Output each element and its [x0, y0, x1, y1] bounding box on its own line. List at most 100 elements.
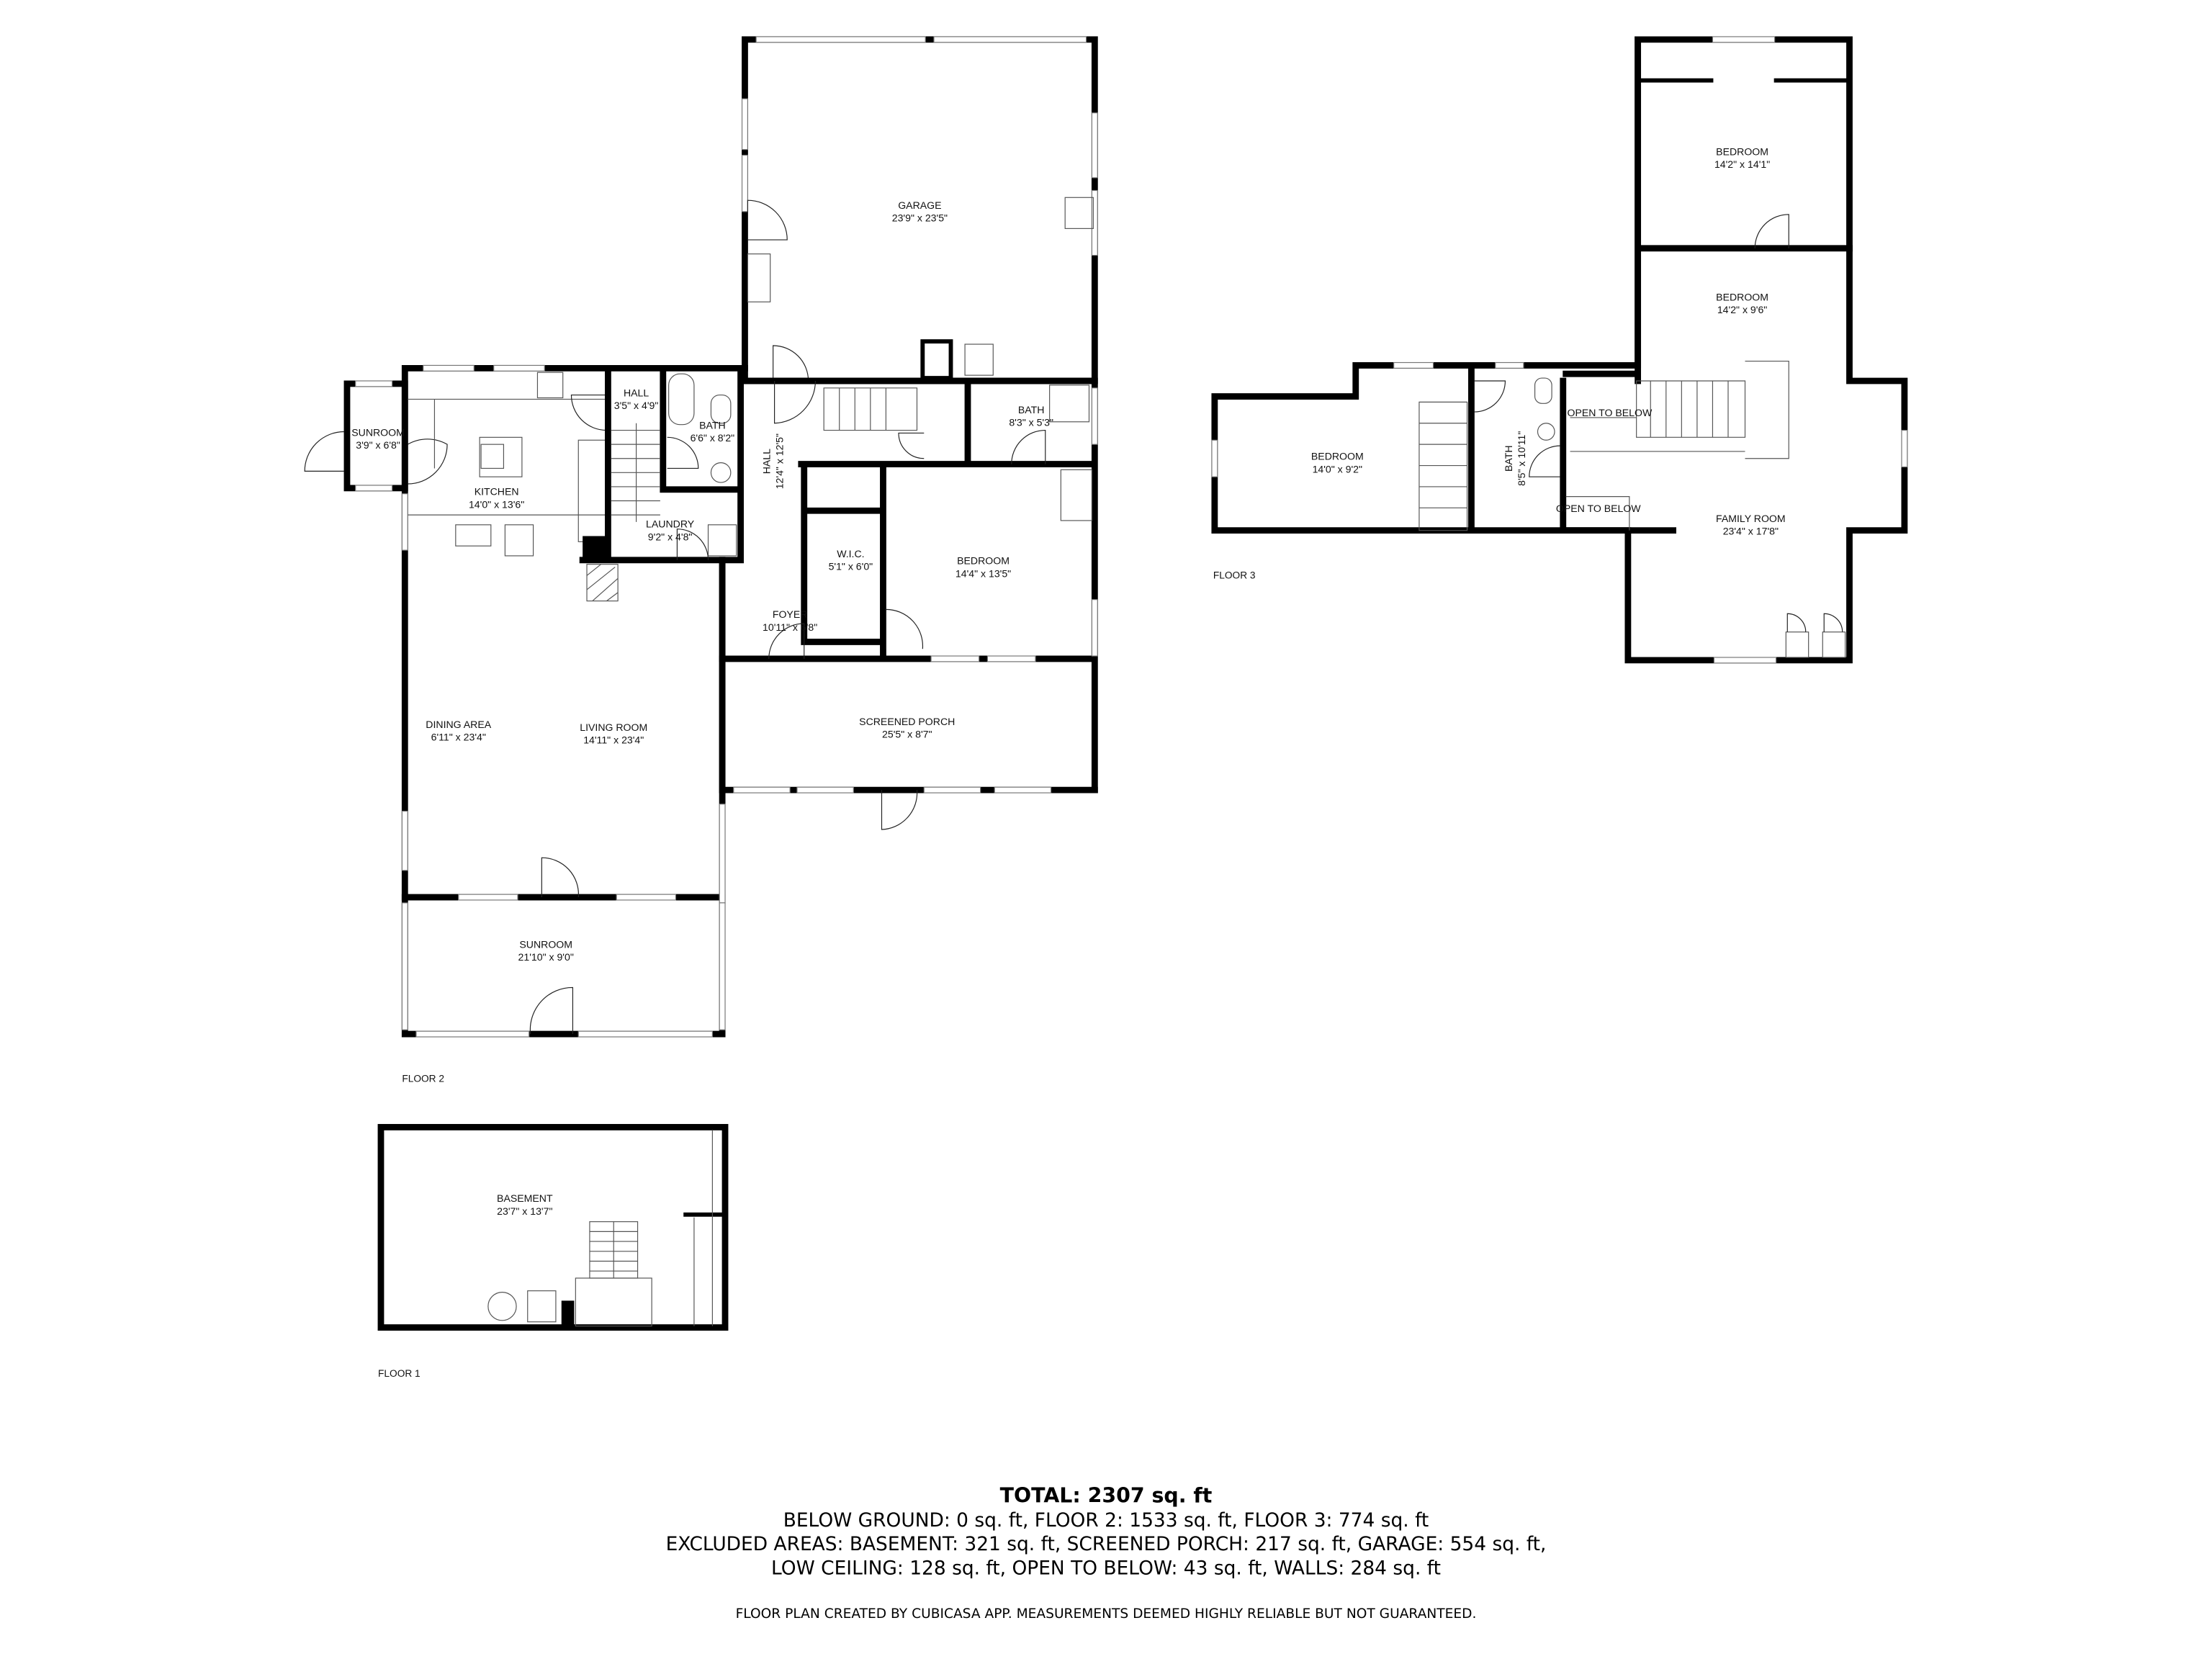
door: [881, 790, 918, 830]
door: [773, 345, 809, 381]
room-size: 8'3" x 5'3": [1009, 417, 1053, 428]
sink-icon: [455, 524, 492, 547]
window: [1091, 387, 1098, 445]
room-name: SUNROOM: [351, 426, 405, 438]
room-name: FAMILY ROOM: [1716, 513, 1786, 524]
floor-2-label: FLOOR 2: [402, 1074, 444, 1084]
counters: [408, 398, 608, 516]
sink-icon: [1537, 423, 1555, 441]
window: [401, 493, 408, 551]
room-name: SUNROOM: [519, 939, 572, 950]
door: [898, 432, 925, 459]
summary-line-2: EXCLUDED AREAS: BASEMENT: 321 sq. ft, SC…: [666, 1533, 1547, 1555]
disclaimer: FLOOR PLAN CREATED BY CUBICASA APP. MEAS…: [736, 1606, 1477, 1622]
stair-treads: [589, 1221, 638, 1279]
window: [1091, 112, 1098, 179]
open-to-below-label: OPEN TO BELOW: [1568, 407, 1653, 418]
toilet: [710, 394, 732, 424]
window: [1495, 361, 1524, 369]
room-size: 23'7" x 13'7": [497, 1205, 552, 1217]
window: [719, 804, 726, 904]
total-area: TOTAL: 2307 sq. ft: [1000, 1484, 1213, 1508]
window: [986, 655, 1036, 662]
window: [1901, 429, 1908, 468]
window: [355, 485, 393, 492]
closet: [1785, 631, 1809, 658]
door: [407, 439, 448, 485]
window: [741, 98, 748, 150]
door: [667, 436, 699, 469]
screen: [733, 786, 791, 793]
window: [355, 380, 393, 387]
garage-door-window: [933, 36, 1087, 43]
bathtub: [668, 373, 695, 426]
room-name: LAUNDRY: [646, 518, 695, 530]
dresser: [1060, 469, 1092, 521]
sink-icon: [710, 462, 732, 483]
room-name: BATH: [1018, 404, 1045, 415]
room-size: 12'4" x 12'5": [773, 433, 785, 489]
garage-door-window: [755, 36, 926, 43]
stairs: [1636, 380, 1746, 438]
window: [423, 364, 475, 372]
fireplace-hatch: [586, 564, 619, 602]
room-size: 14'0" x 13'6": [469, 498, 524, 510]
window: [1393, 361, 1434, 369]
refrigerator: [577, 439, 608, 542]
floor-1-label: FLOOR 1: [378, 1368, 421, 1379]
room-name: SCREENED PORCH: [859, 716, 955, 727]
shelf: [693, 1130, 713, 1326]
landing: [575, 1277, 652, 1327]
room-name: BEDROOM: [1716, 291, 1768, 302]
room-size: 25'5" x 8'7": [882, 729, 932, 740]
window: [1211, 439, 1218, 477]
door: [1823, 613, 1843, 632]
room-name: FOYER: [773, 608, 808, 620]
room-name: DINING AREA: [426, 719, 491, 730]
door: [541, 857, 579, 898]
window: [1091, 189, 1098, 256]
door: [304, 431, 345, 472]
room-size: 5'1" x 6'0": [829, 561, 873, 572]
room-size: 3'5" x 4'9": [614, 400, 659, 411]
summary-line-3: LOW CEILING: 128 sq. ft, OPEN TO BELOW: …: [771, 1557, 1441, 1579]
open-area-outline: [1565, 496, 1630, 531]
appliance: [964, 343, 994, 376]
open-to-below-label: OPEN TO BELOW: [1556, 503, 1641, 514]
room-size: 14'0" x 9'2": [1313, 463, 1362, 475]
window: [401, 902, 408, 1030]
floor-3-plan: BEDROOM 14'2" x 14'1" BEDROOM 14'2" x 9'…: [1211, 36, 1908, 664]
kitchen-island: [479, 436, 523, 477]
stairs: [823, 387, 918, 431]
interior-walls: [1468, 36, 1853, 534]
chimney: [583, 536, 608, 560]
window: [1091, 599, 1098, 657]
room-size: 14'4" x 13'5": [956, 567, 1011, 579]
room-name: BEDROOM: [1716, 146, 1768, 158]
chimney: [561, 1300, 575, 1325]
door: [768, 623, 805, 659]
room-name: BEDROOM: [1311, 451, 1364, 462]
appliance: [920, 339, 953, 380]
window: [719, 902, 726, 1030]
washer: [707, 524, 737, 557]
door: [570, 394, 607, 431]
window: [415, 1030, 530, 1038]
room-size: 8'5" x 10'11": [1516, 431, 1527, 486]
door: [1754, 214, 1789, 248]
window: [1713, 657, 1777, 664]
room-size: 9'2" x 4'8": [648, 531, 693, 542]
cabinet: [1064, 197, 1094, 229]
window: [1712, 36, 1776, 43]
room-size: 14'11" x 23'4": [583, 734, 644, 745]
room-name: GARAGE: [898, 199, 941, 211]
dishwasher: [504, 524, 534, 557]
door: [1011, 429, 1046, 464]
floor-3-label: FLOOR 3: [1213, 570, 1256, 580]
floor-1-plan: BASEMENT 23'7" x 13'7" FLOOR 1: [377, 1123, 729, 1379]
door: [1529, 445, 1560, 477]
door: [885, 608, 924, 649]
floor-2-plan: FLOOR 2: [304, 36, 1098, 1084]
cabinet: [747, 253, 771, 302]
furnace: [527, 1290, 557, 1323]
